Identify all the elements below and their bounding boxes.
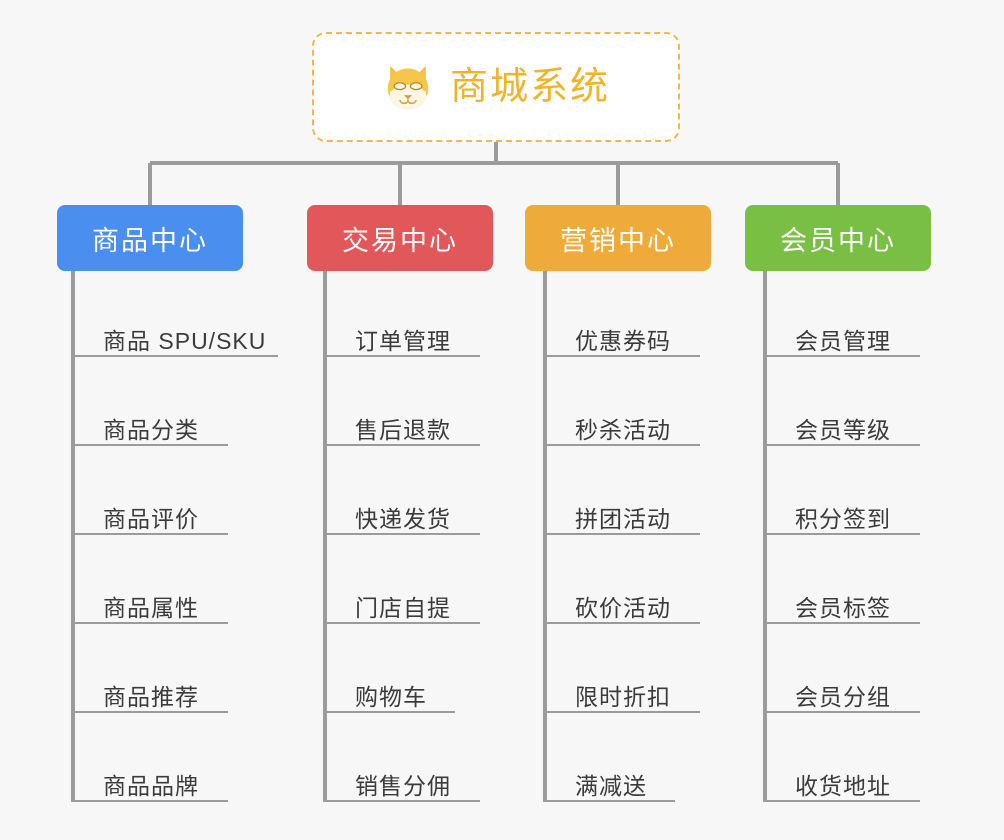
category-box-trade-center[interactable]: 交易中心 (307, 205, 493, 271)
leaf-label: 会员管理 (795, 327, 891, 354)
leaf-label: 销售分佣 (355, 772, 451, 799)
leaf-item[interactable]: 购物车 (325, 667, 455, 713)
leaf-item[interactable]: 会员标签 (765, 578, 920, 624)
leaf-label: 优惠券码 (575, 327, 671, 354)
leaf-label: 会员分组 (795, 683, 891, 710)
category-box-member-center[interactable]: 会员中心 (745, 205, 931, 271)
leaf-label: 会员标签 (795, 594, 891, 621)
root-title: 商城系统 (449, 66, 610, 108)
root-node[interactable]: 商城系统 (312, 32, 680, 142)
category-label: 会员中心 (780, 225, 896, 256)
category-label: 商品中心 (92, 225, 208, 256)
leaf-label: 商品分类 (103, 416, 199, 443)
leaf-item[interactable]: 商品品牌 (73, 756, 228, 802)
leaf-item[interactable]: 拼团活动 (545, 489, 700, 535)
leaf-item[interactable]: 收货地址 (765, 756, 920, 802)
leaf-label: 商品品牌 (103, 772, 199, 799)
leaf-label: 商品推荐 (103, 683, 199, 710)
leaf-item[interactable]: 优惠券码 (545, 311, 700, 357)
leaf-label: 秒杀活动 (575, 416, 671, 443)
leaf-item[interactable]: 售后退款 (325, 400, 480, 446)
category-label: 营销中心 (560, 225, 676, 256)
leaf-item[interactable]: 快递发货 (325, 489, 480, 535)
leaf-item[interactable]: 秒杀活动 (545, 400, 700, 446)
leaf-item[interactable]: 商品评价 (73, 489, 228, 535)
leaf-label: 收货地址 (795, 772, 891, 799)
leaf-label: 售后退款 (355, 416, 451, 443)
leaf-label: 会员等级 (795, 416, 891, 443)
leaf-item[interactable]: 会员分组 (765, 667, 920, 713)
leaf-label: 限时折扣 (575, 683, 671, 710)
leaf-label: 砍价活动 (575, 594, 671, 621)
leaf-label: 购物车 (355, 683, 427, 710)
leaf-item[interactable]: 商品 SPU/SKU (73, 311, 278, 357)
category-box-product-center[interactable]: 商品中心 (57, 205, 243, 271)
leaf-item[interactable]: 商品推荐 (73, 667, 228, 713)
leaf-label: 商品评价 (103, 505, 199, 532)
leaf-item[interactable]: 销售分佣 (325, 756, 480, 802)
leaf-item[interactable]: 订单管理 (325, 311, 480, 357)
leaf-label: 商品 SPU/SKU (103, 327, 267, 354)
leaf-label: 积分签到 (795, 505, 891, 532)
category-label: 交易中心 (342, 225, 458, 256)
leaf-label: 门店自提 (355, 594, 451, 621)
leaf-label: 订单管理 (355, 327, 451, 354)
shiba-dog-icon (387, 65, 429, 111)
leaf-item[interactable]: 门店自提 (325, 578, 480, 624)
leaf-item[interactable]: 满减送 (545, 756, 675, 802)
leaf-label: 商品属性 (103, 594, 199, 621)
leaf-item[interactable]: 商品属性 (73, 578, 228, 624)
leaf-label: 快递发货 (355, 505, 451, 532)
leaf-label: 拼团活动 (575, 505, 671, 532)
leaf-item[interactable]: 积分签到 (765, 489, 920, 535)
category-box-marketing-center[interactable]: 营销中心 (525, 205, 711, 271)
leaf-item[interactable]: 会员等级 (765, 400, 920, 446)
leaf-item[interactable]: 限时折扣 (545, 667, 700, 713)
leaf-item[interactable]: 商品分类 (73, 400, 228, 446)
leaf-item[interactable]: 会员管理 (765, 311, 920, 357)
leaf-item[interactable]: 砍价活动 (545, 578, 700, 624)
leaf-label: 满减送 (575, 772, 647, 799)
